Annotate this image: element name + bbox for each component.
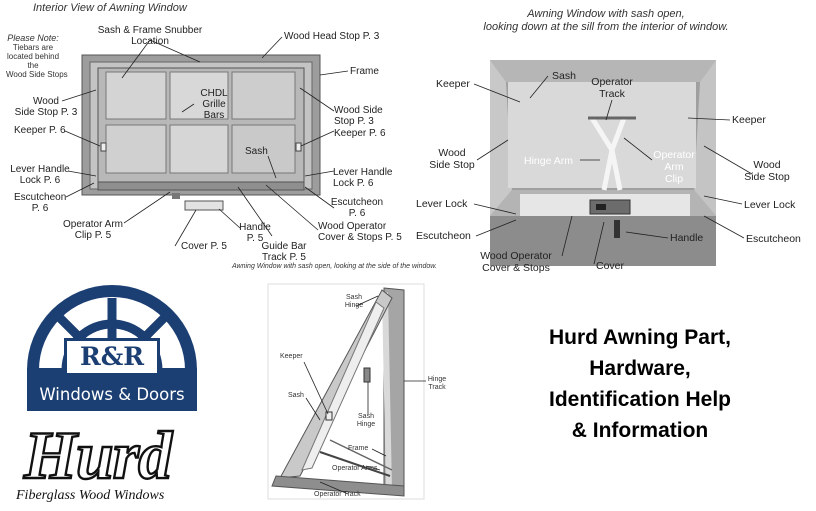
- d3-label-keeper: Keeper: [280, 353, 303, 360]
- label-cover: Cover P. 5: [181, 241, 227, 252]
- hurd-wordmark-logo: Hurd: [22, 416, 176, 494]
- d3-label-operator-track: Operator Track: [314, 491, 361, 498]
- hurd-wordmark-text: Hurd: [23, 417, 173, 493]
- headline-line-1: Hurd Awning Part,: [548, 326, 731, 349]
- headline-line-2: Hardware,: [589, 357, 691, 380]
- label-keeper-right: Keeper P. 6: [334, 128, 386, 139]
- diagram1-caption: Awning Window with sash open, looking at…: [232, 263, 437, 270]
- d2-label-handle: Handle: [670, 232, 704, 244]
- d2-label-sash: Sash: [552, 70, 576, 82]
- d2-label-lever-lock-left: Lever Lock: [416, 198, 468, 210]
- label-frame: Frame: [350, 66, 379, 77]
- d2-label-cover: Cover: [596, 260, 625, 272]
- rr-monogram: R&R: [64, 338, 160, 376]
- headline-line-4: & Information: [571, 419, 709, 442]
- d2-label-escutcheon-right: Escutcheon: [746, 233, 801, 245]
- headline-line-3: Identification Help: [548, 388, 731, 411]
- d3-label-operator-arms: Operator Arms: [332, 465, 378, 472]
- d3-label-sash: Sash: [288, 392, 304, 399]
- label-wood-head-stop: Wood Head Stop P. 3: [284, 31, 380, 42]
- diagram2-title: Awning Window with sash open,looking dow…: [483, 8, 729, 33]
- hurd-tagline: Fiberglass Wood Windows: [16, 488, 165, 503]
- d3-label-frame: Frame: [348, 445, 369, 452]
- d2-label-keeper-left: Keeper: [436, 78, 470, 90]
- d2-label-hinge-arm: Hinge Arm: [524, 155, 574, 167]
- headline: Hurd Awning Part, Hardware, Identificati…: [520, 322, 760, 446]
- rr-tagline: Windows & Doors: [27, 378, 197, 411]
- d2-label-escutcheon-left: Escutcheon: [416, 230, 471, 242]
- d2-label-keeper-right: Keeper: [732, 114, 766, 126]
- diagram1-title: Interior View of Awning Window: [33, 2, 187, 14]
- d2-label-lever-lock-right: Lever Lock: [744, 199, 796, 211]
- label-keeper-left: Keeper P. 6: [14, 125, 66, 136]
- label-sash: Sash: [245, 146, 268, 157]
